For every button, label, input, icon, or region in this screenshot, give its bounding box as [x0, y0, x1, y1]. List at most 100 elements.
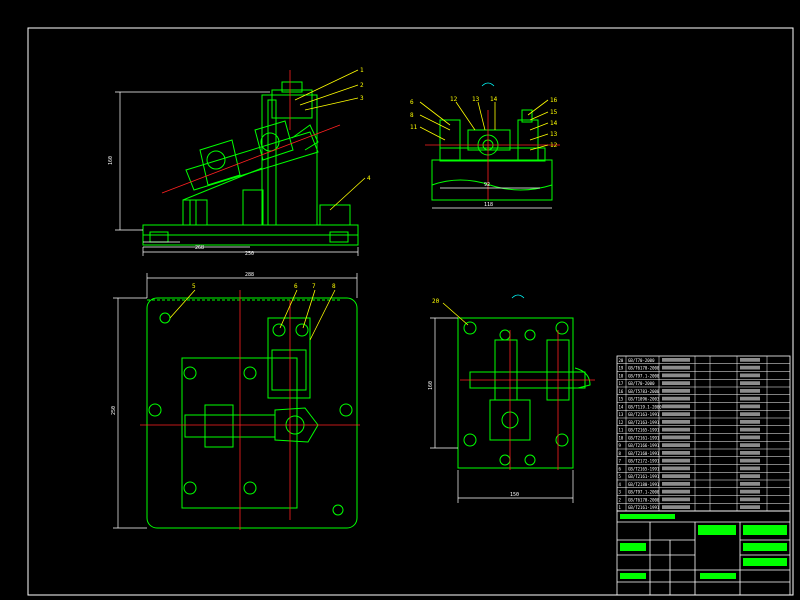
bom-row-material-mark: [740, 443, 760, 447]
front-view-leaders: [294, 69, 366, 211]
bom-row-material-mark: [740, 427, 760, 432]
front-balloon-3: 3: [360, 95, 364, 102]
side-view-balloons: 6 8 11 12 13 14 16 15 14 13 12: [410, 96, 558, 149]
side-dim-1: 92: [484, 182, 490, 188]
bom-row-material-mark: [740, 435, 760, 440]
side-plan-view-leaders: [442, 302, 469, 326]
plan-balloon-8: 8: [332, 283, 336, 290]
front-dim-2: 250: [245, 251, 254, 257]
bom-row-number: 11: [619, 428, 624, 433]
front-balloon-2: 2: [360, 82, 364, 89]
plan-view: [146, 297, 358, 529]
front-view-dimensions: [115, 91, 359, 256]
side-balloon-l1: 6: [410, 99, 414, 106]
bom-row-number: 16: [619, 389, 624, 394]
bom-row-name-mark: [662, 443, 690, 447]
side-plan-balloon-20: 20: [432, 298, 440, 305]
bom-row-code: GB/T2172-1991: [628, 459, 660, 464]
side-balloon-t2: 13: [472, 96, 480, 103]
bom-row-number: 6: [619, 466, 622, 471]
front-view-dim-labels: 160 250 268: [108, 156, 254, 257]
side-balloon-r2: 15: [550, 109, 558, 116]
bom-row-name-mark: [662, 373, 690, 378]
front-view-centerlines: [161, 70, 341, 194]
side-plan-view: [457, 317, 591, 469]
bom-row-name-mark: [662, 435, 690, 440]
side-view-centerlines: [425, 110, 560, 200]
side-plan-view-centerlines: [460, 330, 595, 470]
bom-row-code: GB/T97.1-2000: [628, 490, 660, 495]
side-balloon-r1: 16: [550, 97, 558, 104]
plan-balloon-6: 6: [294, 283, 298, 290]
bom-row-code: GB/T6170-2000: [628, 366, 660, 371]
side-balloon-r3: 14: [550, 120, 558, 127]
bom-row-number: 17: [619, 381, 624, 386]
front-view-balloons: 1 2 3 4: [360, 67, 371, 182]
bom-row-number: 2: [619, 497, 622, 502]
bom-row-name-mark: [662, 451, 690, 455]
title-block: [616, 510, 791, 596]
bom-row-code: GB/T2165-1991: [628, 466, 660, 471]
plan-balloon-5: 5: [192, 283, 196, 290]
bom-row-number: 14: [619, 404, 624, 409]
bom-row-material-mark: [740, 497, 760, 502]
bom-row-code: GB/T2160-1991: [628, 451, 660, 456]
bom-row-material-mark: [740, 404, 760, 409]
bom-row-number: 1: [619, 505, 622, 510]
bom-row-code: GB/T5783-2000: [628, 389, 660, 394]
plan-dim-1: 288: [245, 272, 254, 278]
side-view-dim-labels: 92 118: [484, 182, 493, 208]
bom-row-name-mark: [662, 482, 690, 486]
bom-row-material-mark: [740, 381, 760, 385]
bom-row-code: GB/T70-2000: [628, 358, 655, 363]
side-plan-dim-2: 150: [510, 492, 519, 498]
side-balloon-r5: 12: [550, 142, 558, 149]
bom-row-code: GB/T2163-1991: [628, 412, 660, 417]
front-balloon-4: 4: [367, 175, 371, 182]
bom-row-number: 5: [619, 474, 622, 479]
plan-dim-2: 250: [111, 406, 117, 415]
drawing-frame: [27, 27, 794, 596]
bom-row-code: GB/T119.1-2000: [628, 404, 662, 409]
bom-row-name-mark: [662, 497, 690, 502]
bom-row-code: GB/T2165-1991: [628, 428, 660, 433]
front-dim-3: 268: [195, 245, 204, 251]
side-view: [431, 109, 553, 201]
bom-row-material-mark: [740, 466, 760, 471]
side-view-leaders: [419, 99, 549, 151]
plan-view-balloons: 5 6 7 8: [192, 283, 336, 290]
bom-row-material-mark: [740, 365, 760, 370]
bom-row-name-mark: [662, 489, 690, 494]
bom-row-number: 18: [619, 373, 624, 378]
plan-balloon-7: 7: [312, 283, 316, 290]
bom-row-material-mark: [740, 451, 760, 455]
bom-row-name-mark: [662, 474, 690, 478]
bom-row-name-mark: [662, 412, 690, 416]
bom-row-number: 13: [619, 412, 624, 417]
bom-row-material-mark: [740, 482, 760, 486]
plan-view-dimensions: [113, 273, 358, 529]
side-balloon-r4: 13: [550, 131, 558, 138]
bom-row-number: 4: [619, 482, 622, 487]
bom-row-number: 7: [619, 459, 622, 464]
title-block-marks: [620, 514, 787, 579]
plan-view-dim-labels: 288 250: [111, 272, 254, 415]
bom-row-material-mark: [740, 489, 760, 494]
side-plan-rotation-mark: [511, 294, 525, 299]
bom-row-code: GB/T70-2000: [628, 381, 655, 386]
bom-row-name-mark: [662, 365, 690, 370]
bom-row-material-mark: [740, 358, 760, 362]
bom-row-name-mark: [662, 427, 690, 432]
bom-row-name-mark: [662, 358, 690, 362]
side-balloon-t3: 14: [490, 96, 498, 103]
bom-row-material-mark: [740, 420, 760, 424]
bom-row-material-mark: [740, 505, 760, 509]
front-view: [142, 81, 359, 246]
bom-row-number: 10: [619, 435, 624, 440]
bom-row-name-mark: [662, 381, 690, 385]
bom-row-name-mark: [662, 466, 690, 471]
bom-row-code: GB/T2180-1991: [628, 482, 660, 487]
bom-row-number: 15: [619, 397, 624, 402]
plan-view-leaders: [169, 289, 336, 341]
